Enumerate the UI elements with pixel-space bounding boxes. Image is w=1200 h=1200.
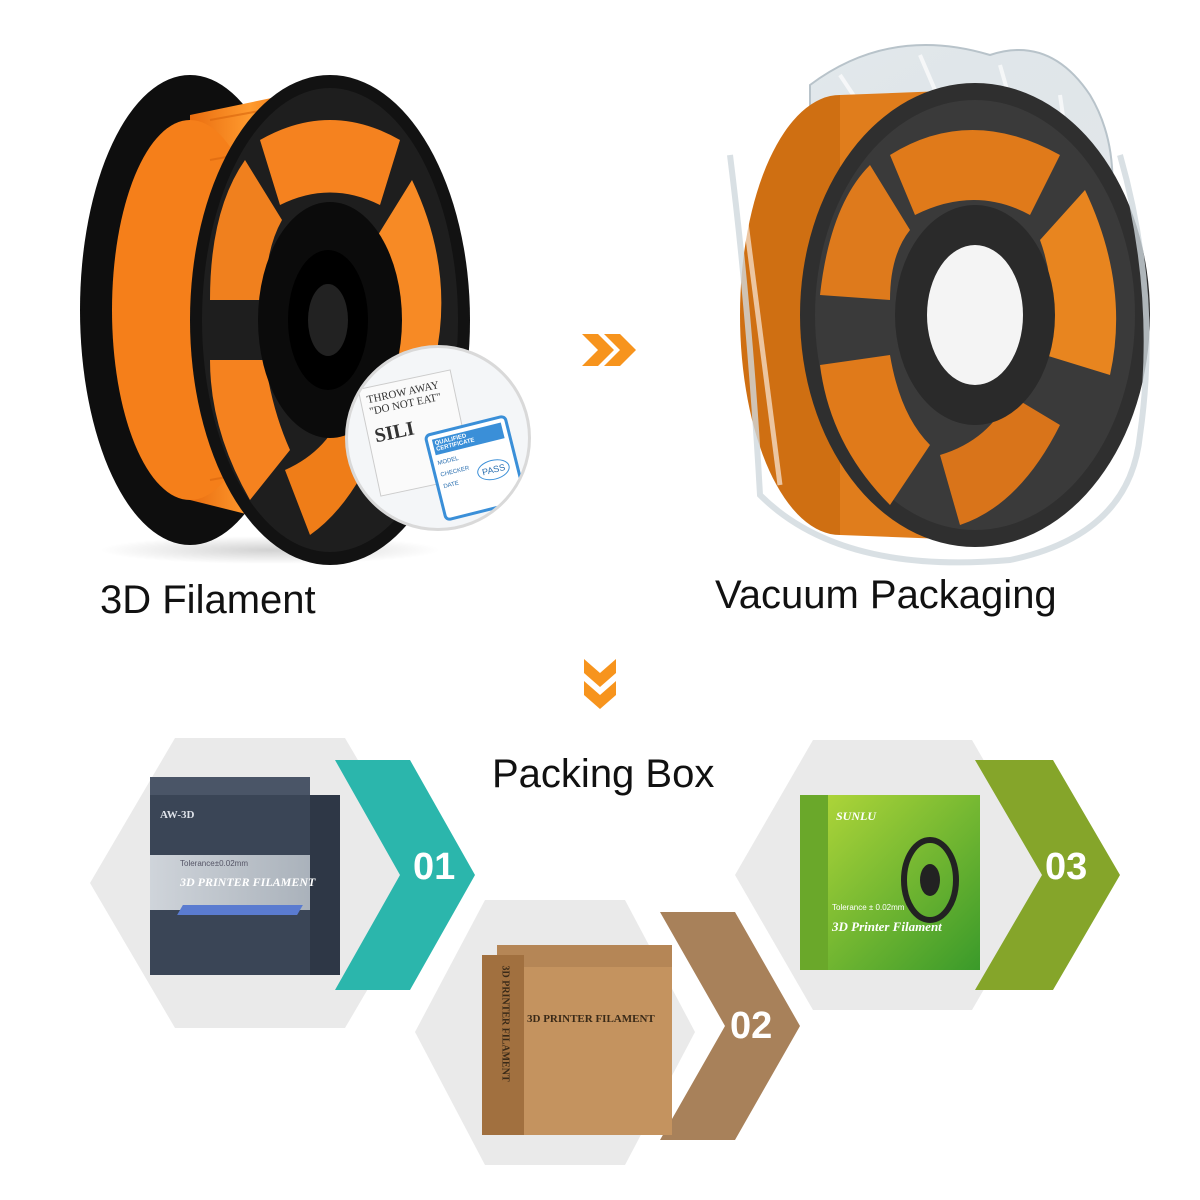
box-01-number: 01 — [413, 846, 456, 888]
box-02-number: 02 — [730, 1005, 773, 1047]
vacuum-packaged-spool-image — [727, 44, 1150, 566]
filament-label: 3D Filament — [100, 578, 316, 622]
box-01-lid — [150, 777, 310, 795]
box-02-top — [497, 945, 672, 967]
box-03-spool-graphic — [901, 837, 959, 923]
box-01-package: AW-3D Tolerance±0.02mm 3D PRINTER FILAME… — [150, 777, 340, 975]
box-03-tolerance: Tolerance ± 0.02mm — [832, 903, 905, 912]
box-03-arrow-tag — [975, 760, 1120, 990]
box-03-number: 03 — [1045, 846, 1088, 888]
box-03-package: SUNLU Tolerance ± 0.02mm 3D Printer Fila… — [800, 795, 980, 970]
box-03-side — [800, 795, 828, 970]
double-chevron-right-icon — [582, 334, 636, 366]
double-chevron-down-icon — [584, 659, 616, 709]
box-03-title: 3D Printer Filament — [832, 919, 942, 934]
box-02-package: 3D PRINTER FILAMENT 3D PRINTER FILAMENT — [482, 945, 672, 1135]
box-02-title: 3D PRINTER FILAMENT — [527, 1013, 655, 1025]
box-02-front — [524, 967, 672, 1135]
packing-box-label: Packing Box — [492, 752, 715, 796]
box-01-band — [150, 855, 310, 910]
box-02-side-title: 3D PRINTER FILAMENT — [499, 965, 511, 1082]
box-01-title: 3D PRINTER FILAMENT — [180, 875, 316, 889]
box-02-arrow-tag — [660, 912, 800, 1140]
accessories-inset: THROW AWAY "DO NOT EAT" SILI QUALIFIED C… — [345, 345, 531, 531]
box-02-side — [482, 955, 524, 1135]
qualified-certificate-card: QUALIFIED CERTIFICATE MODEL CHECKER DATE… — [423, 414, 528, 522]
box-01-stripe — [177, 905, 303, 915]
box-01-brand: AW-3D — [160, 809, 195, 821]
box-03-brand: SUNLU — [836, 809, 877, 823]
vacuum-packaging-label: Vacuum Packaging — [715, 573, 1057, 617]
box-01-tolerance: Tolerance±0.02mm — [180, 859, 248, 868]
box-01-arrow-tag — [335, 760, 475, 990]
